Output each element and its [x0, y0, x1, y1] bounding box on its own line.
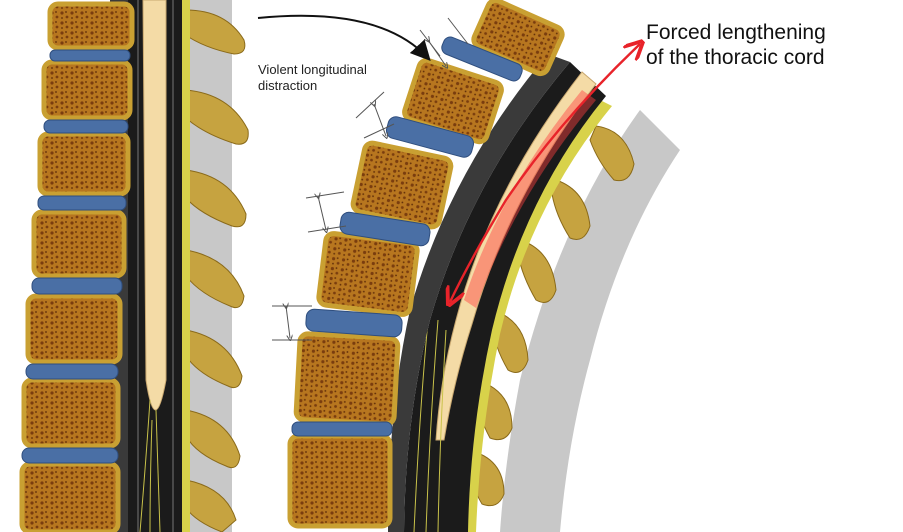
spinous-processes-left	[183, 9, 249, 532]
spinal-cord-left	[142, 0, 167, 411]
spinal-canal-right	[404, 62, 606, 532]
lengthening-label-line1: Forced lengthening	[646, 21, 826, 44]
red-double-arrow-icon	[450, 44, 640, 302]
intervertebral-discs-left	[21, 49, 131, 464]
distraction-label-line2: distraction	[258, 77, 318, 93]
distraction-label: Violent longitudinal distraction	[258, 62, 367, 93]
lengthening-label: Forced lengthening of the thoracic cord	[646, 20, 826, 70]
vertebral-bodies-right	[287, 0, 565, 529]
distraction-label-line1: Violent longitudinal	[258, 62, 367, 77]
normal-spine	[19, 0, 249, 532]
lengthening-label-line2: of the thoracic cord	[646, 46, 825, 70]
curved-arrow-icon	[257, 14, 431, 61]
vertebral-bodies-left	[19, 1, 135, 532]
